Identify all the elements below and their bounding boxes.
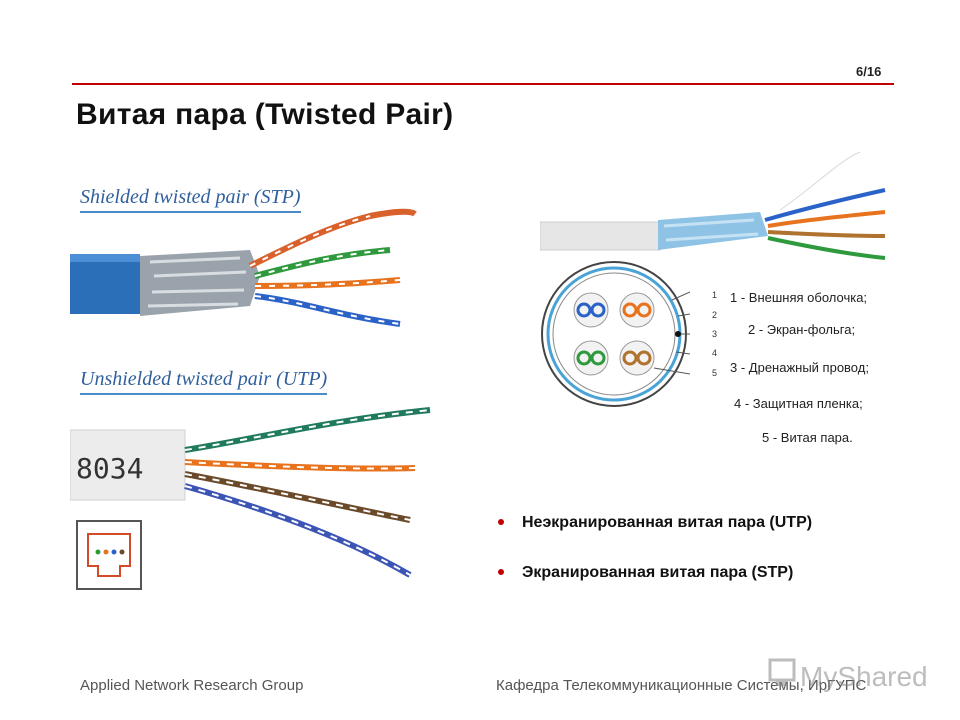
bullet-text: Неэкранированная витая пара (UTP) [522, 514, 813, 531]
footer-organization: Applied Network Research Group [80, 677, 304, 694]
bullet-dot-icon [498, 519, 504, 525]
title-divider [72, 83, 894, 85]
bullet-dot-icon [498, 569, 504, 575]
ftp-cable-image [540, 151, 886, 260]
legend-item: 1 - Внешняя оболочка; [730, 290, 868, 305]
watermark-logo: MyShared [768, 658, 928, 692]
stp-cable-image [70, 208, 417, 327]
cable-cross-section-diagram [541, 261, 690, 407]
utp-jacket-print: 8034 [76, 452, 143, 485]
bullet-list: Неэкранированная витая пара (UTP) Экрани… [498, 514, 812, 614]
page-number: 6/16 [856, 64, 882, 79]
utp-cable-image: 8034 [70, 407, 431, 578]
stp-label: Shielded twisted pair (STP) [80, 186, 301, 213]
legend-number: 4 [712, 348, 718, 358]
legend-number: 2 [712, 310, 718, 320]
slide-title: Витая пара (Twisted Pair) [76, 98, 454, 131]
legend-item: 3 - Дренажный провод; [730, 360, 869, 375]
bullet-item: Неэкранированная витая пара (UTP) [498, 514, 812, 538]
rj45-connector-icon [76, 520, 142, 590]
bullet-item: Экранированная витая пара (STP) [498, 564, 812, 588]
legend-item: 2 - Экран-фольга; [748, 322, 856, 337]
legend-item: 4 - Защитная пленка; [734, 396, 863, 411]
legend-number: 3 [712, 329, 718, 339]
bullet-text: Экранированная витая пара (STP) [522, 564, 794, 581]
utp-label: Unshielded twisted pair (UTP) [80, 368, 328, 395]
cross-section-legend: 1 2 3 4 5 1 - Внешняя оболочка; 2 - Экра… [692, 282, 892, 462]
watermark-text: MyShared [800, 661, 928, 692]
legend-number: 5 [712, 368, 718, 378]
legend-item: 5 - Витая пара. [762, 430, 853, 445]
legend-number: 1 [712, 290, 718, 300]
